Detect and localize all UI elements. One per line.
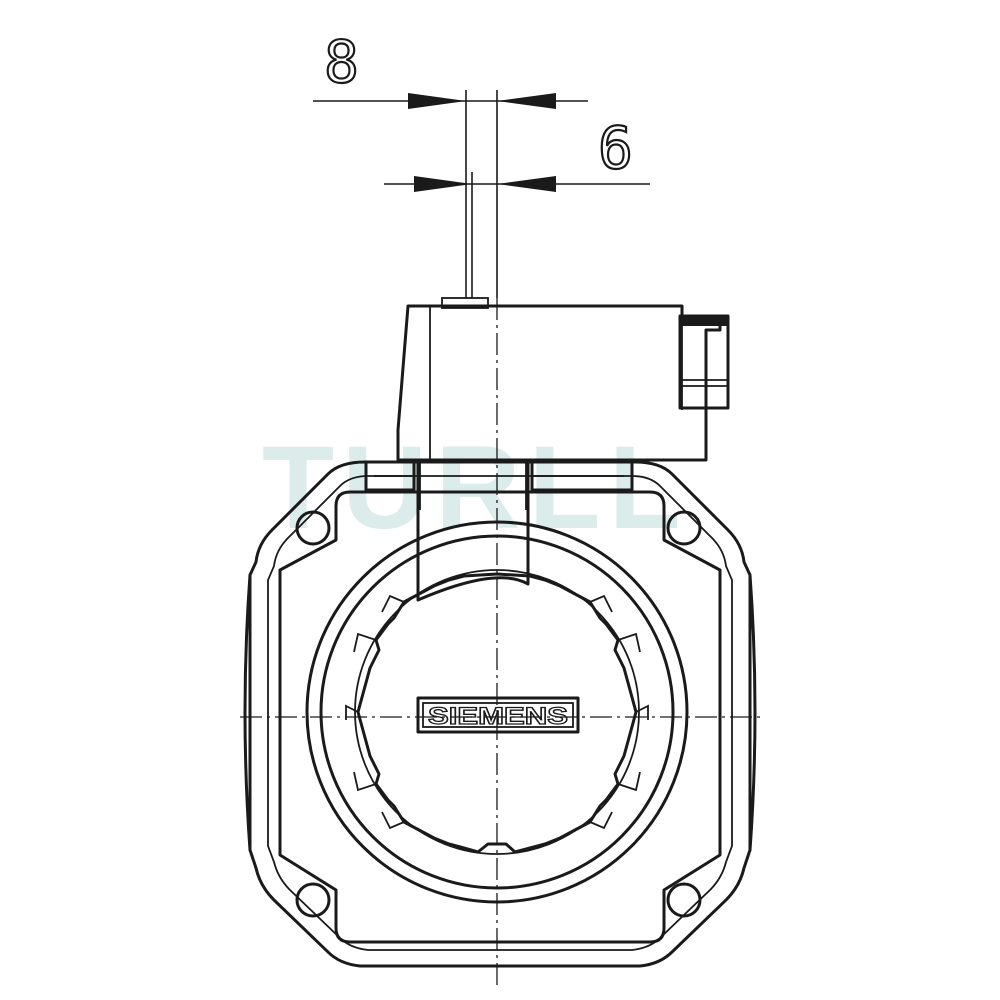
mounting-holes [295, 510, 702, 918]
center-lines [240, 298, 762, 985]
dimension-8-label: 8 [324, 28, 359, 96]
watermark-text: TURLL [262, 422, 689, 554]
motor-housing [243, 460, 757, 968]
connector-box [396, 297, 730, 462]
connector-neck [416, 460, 530, 602]
siemens-logo-plate: SIEMENS [416, 696, 580, 734]
dimension-6: 6 [384, 113, 650, 298]
dimension-8: 8 [313, 27, 588, 298]
dimension-6-label: 6 [598, 114, 633, 182]
